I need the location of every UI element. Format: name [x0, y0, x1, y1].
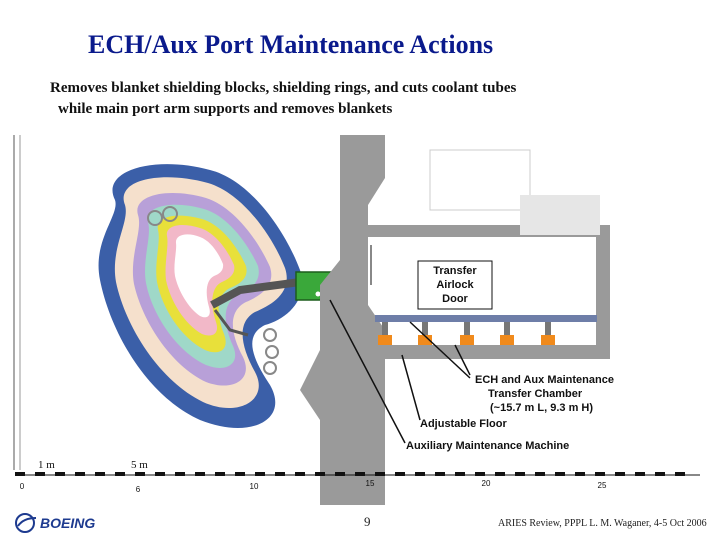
label-transfer: Transfer — [433, 265, 477, 277]
callout-arrows — [329, 299, 471, 444]
label-aux-machine: Auxiliary Maintenance Machine — [406, 440, 569, 452]
scale-tick-0: 0 — [20, 482, 25, 491]
label-ech-3: (~15.7 m L, 9.3 m H) — [490, 402, 593, 414]
scale-tick-25: 25 — [598, 481, 607, 490]
scale-tick-15: 15 — [366, 479, 375, 488]
scale-5m-label: 5 m — [131, 459, 148, 471]
scale-tick-10: 10 — [250, 482, 259, 491]
subtitle-line-2: while main port arm supports and removes… — [58, 101, 393, 117]
label-adjustable-floor: Adjustable Floor — [420, 418, 508, 430]
label-door: Door — [442, 293, 468, 305]
scale-bar: 1 m 5 m — [15, 459, 700, 494]
boeing-logo: BOEING — [15, 513, 95, 533]
subtitle-line-1: Removes blanket shielding blocks, shield… — [50, 80, 517, 96]
vacuum-vessel-wall — [300, 135, 610, 505]
scale-tick-20: 20 — [482, 479, 491, 488]
transfer-airlock-door-callout: Transfer Airlock Door — [417, 260, 493, 310]
transfer-floor — [375, 315, 597, 345]
vertical-ruler — [13, 135, 21, 470]
label-ech-1: ECH and Aux Maintenance — [475, 374, 614, 386]
scale-1m-label: 1 m — [38, 459, 55, 471]
scale-tick-6: 6 — [136, 485, 141, 494]
maintenance-diagram: Transfer Airlock Door ECH and Aux Mainte… — [13, 135, 700, 505]
slide-title: ECH/Aux Port Maintenance Actions — [88, 30, 494, 59]
boeing-logo-text: BOEING — [40, 515, 95, 531]
label-airlock: Airlock — [436, 279, 474, 291]
label-ech-2: Transfer Chamber — [488, 388, 583, 400]
blanket-cross-section — [98, 164, 303, 428]
footer-credit: ARIES Review, PPPL L. M. Waganer, 4-5 Oc… — [498, 518, 707, 529]
page-number: 9 — [364, 514, 371, 529]
